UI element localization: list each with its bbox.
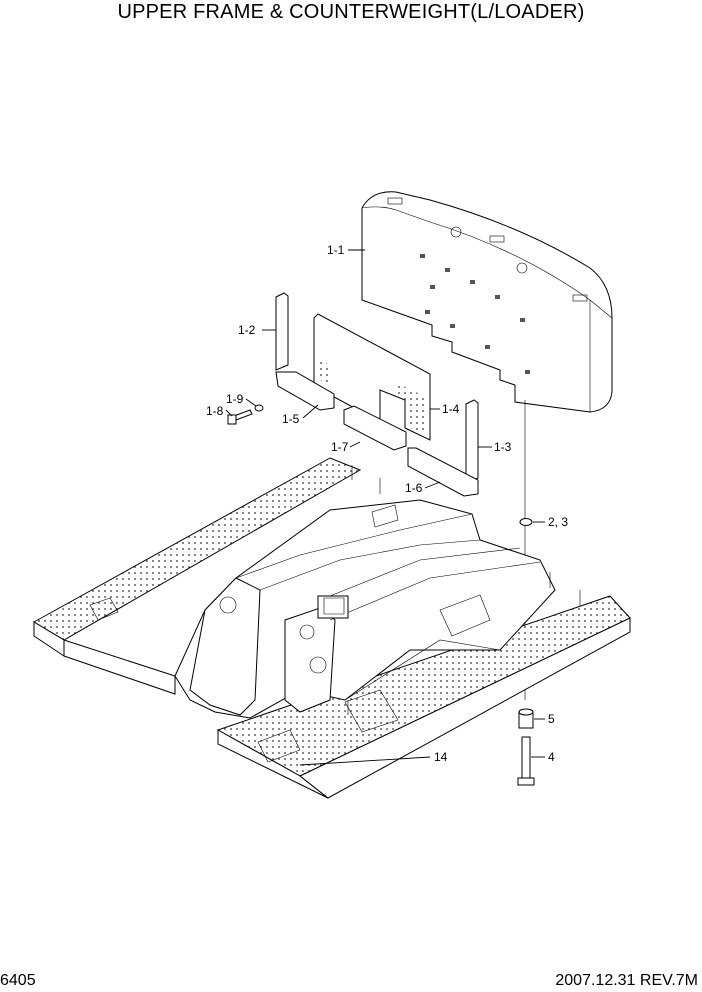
label-1-1: 1-1 xyxy=(327,243,345,257)
counterweight-part xyxy=(348,191,613,413)
label-1-7: 1-7 xyxy=(331,440,349,454)
upper-frame-part xyxy=(32,457,631,799)
label-1-8: 1-8 xyxy=(206,404,224,418)
page-title: UPPER FRAME & COUNTERWEIGHT(L/LOADER) xyxy=(117,1,585,23)
plate-parts xyxy=(262,292,492,497)
label-1-5: 1-5 xyxy=(282,412,300,426)
part-number-labels: 1-1 1-2 1-3 1-4 1-5 1-6 1-7 1-8 1-9 2, 3… xyxy=(206,243,568,764)
label-1-9: 1-9 xyxy=(226,392,244,406)
label-5: 5 xyxy=(548,712,555,726)
label-2-3: 2, 3 xyxy=(548,515,568,529)
label-4: 4 xyxy=(548,750,555,764)
label-14: 14 xyxy=(434,750,448,764)
label-1-6: 1-6 xyxy=(405,481,423,495)
hardware-parts xyxy=(517,400,545,786)
label-1-2: 1-2 xyxy=(238,323,256,337)
revision-date: 2007.12.31 REV.7M xyxy=(555,972,698,989)
label-1-3: 1-3 xyxy=(494,440,512,454)
page-number: 6405 xyxy=(0,972,36,989)
label-1-4: 1-4 xyxy=(442,402,460,416)
bolt-washer-parts xyxy=(225,398,264,425)
